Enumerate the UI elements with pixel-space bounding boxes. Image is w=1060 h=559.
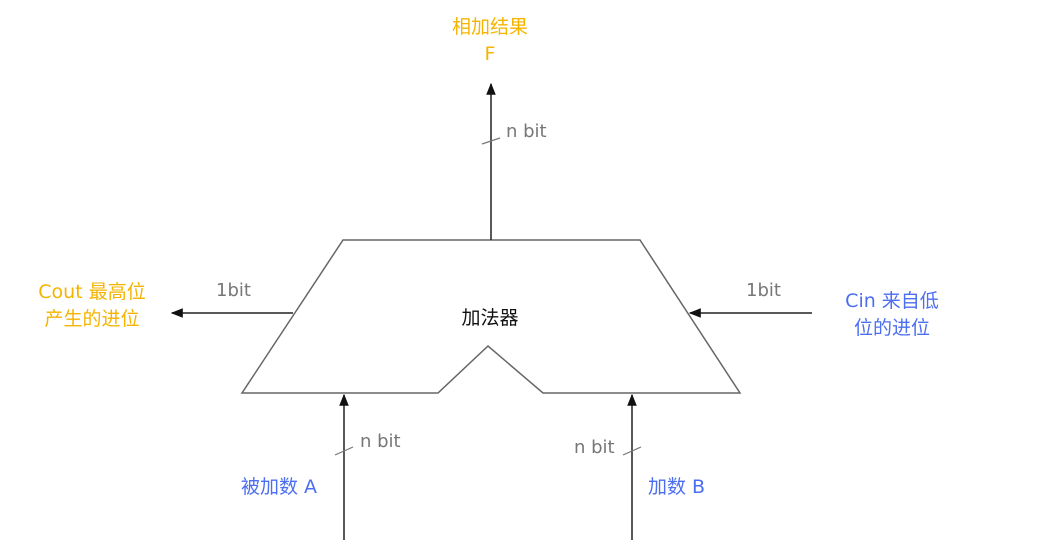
cin-line2: 位的进位: [853, 317, 930, 339]
cout-line1: Cout 最高位: [38, 281, 146, 303]
input-a-width: n bit: [360, 431, 401, 452]
cin-line1: Cin 来自低: [845, 290, 939, 312]
cout-line2: 产生的进位: [44, 308, 140, 330]
cin-label: Cin 来自低 位的进位: [822, 288, 962, 342]
adder-shape: [240, 239, 742, 394]
input-a-label: 被加数 A: [241, 476, 318, 498]
cin-width: 1bit: [746, 280, 781, 301]
adder-label: 加法器: [461, 307, 519, 329]
input-b-width: n bit: [574, 437, 615, 458]
cout-width: 1bit: [216, 280, 251, 301]
output-f-label: 相加结果 F: [430, 14, 550, 68]
output-f-line1: 相加结果: [451, 16, 528, 38]
input-b-width-tick: [622, 446, 642, 456]
cout-label: Cout 最高位 产生的进位: [22, 279, 162, 333]
output-f-width: n bit: [506, 121, 547, 142]
input-b-label: 加数 B: [648, 476, 706, 498]
output-f-width-tick: [481, 137, 501, 145]
input-a-width-tick: [334, 446, 354, 456]
output-f-line2: F: [484, 43, 496, 65]
